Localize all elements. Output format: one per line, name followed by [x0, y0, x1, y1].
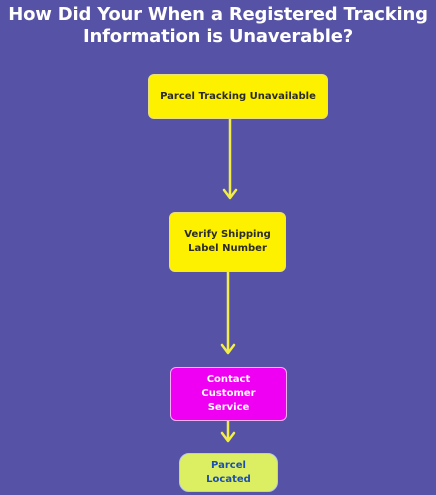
title-line-2: Information is Unaverable?: [83, 26, 353, 47]
node-contact-customer-service: Contact Customer Service: [170, 367, 287, 421]
node-parcel-tracking-unavailable: Parcel Tracking Unavailable: [148, 74, 328, 119]
node-label: Parcel Tracking Unavailable: [160, 90, 316, 102]
node-label-line-1: Verify Shipping: [184, 229, 271, 240]
title-line-1: How Did Your When a Registered Tracking: [8, 4, 428, 25]
diagram-title: How Did Your When a Registered Tracking …: [0, 4, 436, 48]
node-verify-shipping-label: Verify Shipping Label Number: [169, 212, 286, 272]
arrow-3-head: [220, 431, 236, 443]
node-label-line-2: Label Number: [188, 243, 267, 254]
node-label: Verify Shipping Label Number: [184, 228, 270, 256]
arrow-1-head: [222, 188, 238, 200]
node-parcel-located: Parcel Located: [179, 453, 278, 492]
node-label: Contact Customer Service: [179, 373, 278, 415]
node-label-line-1: Contact Customer: [201, 374, 256, 399]
node-label-line-2: Service: [207, 402, 250, 413]
arrow-2-head: [220, 343, 236, 355]
node-label: Parcel Located: [206, 459, 251, 485]
